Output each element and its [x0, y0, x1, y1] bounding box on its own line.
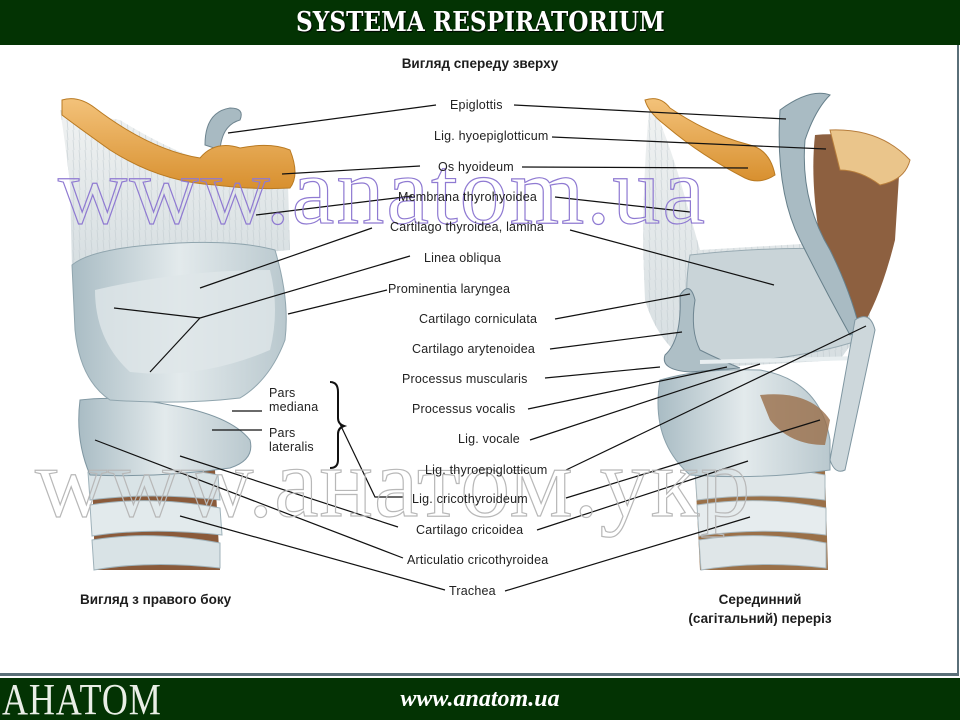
leader-lines [94, 104, 867, 592]
label-lig-vocale: Lig. vocale [458, 432, 520, 446]
label-lig-thyroepiglotticum: Lig. thyroepiglotticum [425, 463, 548, 477]
label-trachea: Trachea [449, 584, 496, 598]
label-pars-lateralis: Pars lateralis [269, 426, 314, 454]
page-title: SYSTEMA RESPIRATORIUM [295, 7, 665, 38]
label-pars-mediana-line1: Pars [269, 386, 296, 400]
label-lig-hyoepiglotticum: Lig. hyoepiglotticum [434, 129, 549, 143]
label-pars-mediana: Pars mediana [269, 386, 318, 414]
caption-front-view: Вигляд спереду зверху [401, 56, 559, 71]
label-membrana-thyrohyoidea: Membrana thyrohyoidea [398, 190, 537, 204]
epiglottis-right [778, 92, 861, 336]
label-linea-obliqua: Linea obliqua [424, 251, 501, 265]
right-larynx-view [643, 92, 911, 571]
label-processus-muscularis: Processus muscularis [402, 372, 528, 386]
cricoid-cartilage-left [78, 397, 252, 477]
label-cartilago-cricoidea: Cartilago cricoidea [416, 523, 524, 537]
label-pars-lateralis-line2: lateralis [269, 440, 314, 454]
anatom-logo: АНАТОМ [2, 675, 162, 720]
caption-sagittal-line1: Серединний [718, 592, 802, 607]
label-epiglottis: Epiglottis [450, 98, 503, 112]
label-prominentia-laryngea: Prominentia laryngea [388, 282, 511, 296]
bracket-cricothyroid [329, 381, 348, 469]
trachea-left [87, 467, 223, 571]
left-larynx-view [60, 98, 296, 571]
caption-lateral-view: Вигляд з правого боку [80, 592, 232, 607]
content-frame [0, 45, 959, 676]
label-cartilago-corniculata: Cartilago corniculata [419, 312, 538, 326]
epiglottis-left [204, 107, 242, 151]
header-bar: SYSTEMA RESPIRATORIUM [0, 0, 960, 45]
footer-bar: АНАТОМ www.anatom.ua [0, 678, 960, 720]
label-pars-mediana-line2: mediana [269, 400, 319, 414]
label-articulatio-cricothyroidea: Articulatio cricothyroidea [407, 553, 549, 567]
label-cartilago-arytenoidea: Cartilago arytenoidea [412, 342, 536, 356]
label-os-hyoideum: Os hyoideum [438, 160, 514, 174]
hyoid-bone-right [644, 98, 776, 182]
label-lig-cricothyroideum: Lig. cricothyroideum [412, 492, 528, 506]
footer-url-link[interactable]: www.anatom.ua [400, 686, 560, 712]
hyoid-bone-left [61, 98, 296, 190]
trachea-right [694, 467, 828, 571]
caption-sagittal-line2: (сагітальний) переріз [688, 611, 832, 626]
caption-sagittal-view: Серединний (сагітальний) переріз [660, 590, 860, 628]
label-cartilago-thyroidea-lamina: Cartilago thyroidea, lamina [390, 220, 545, 234]
label-pars-lateralis-line1: Pars [269, 426, 296, 440]
label-processus-vocalis: Processus vocalis [412, 402, 516, 416]
